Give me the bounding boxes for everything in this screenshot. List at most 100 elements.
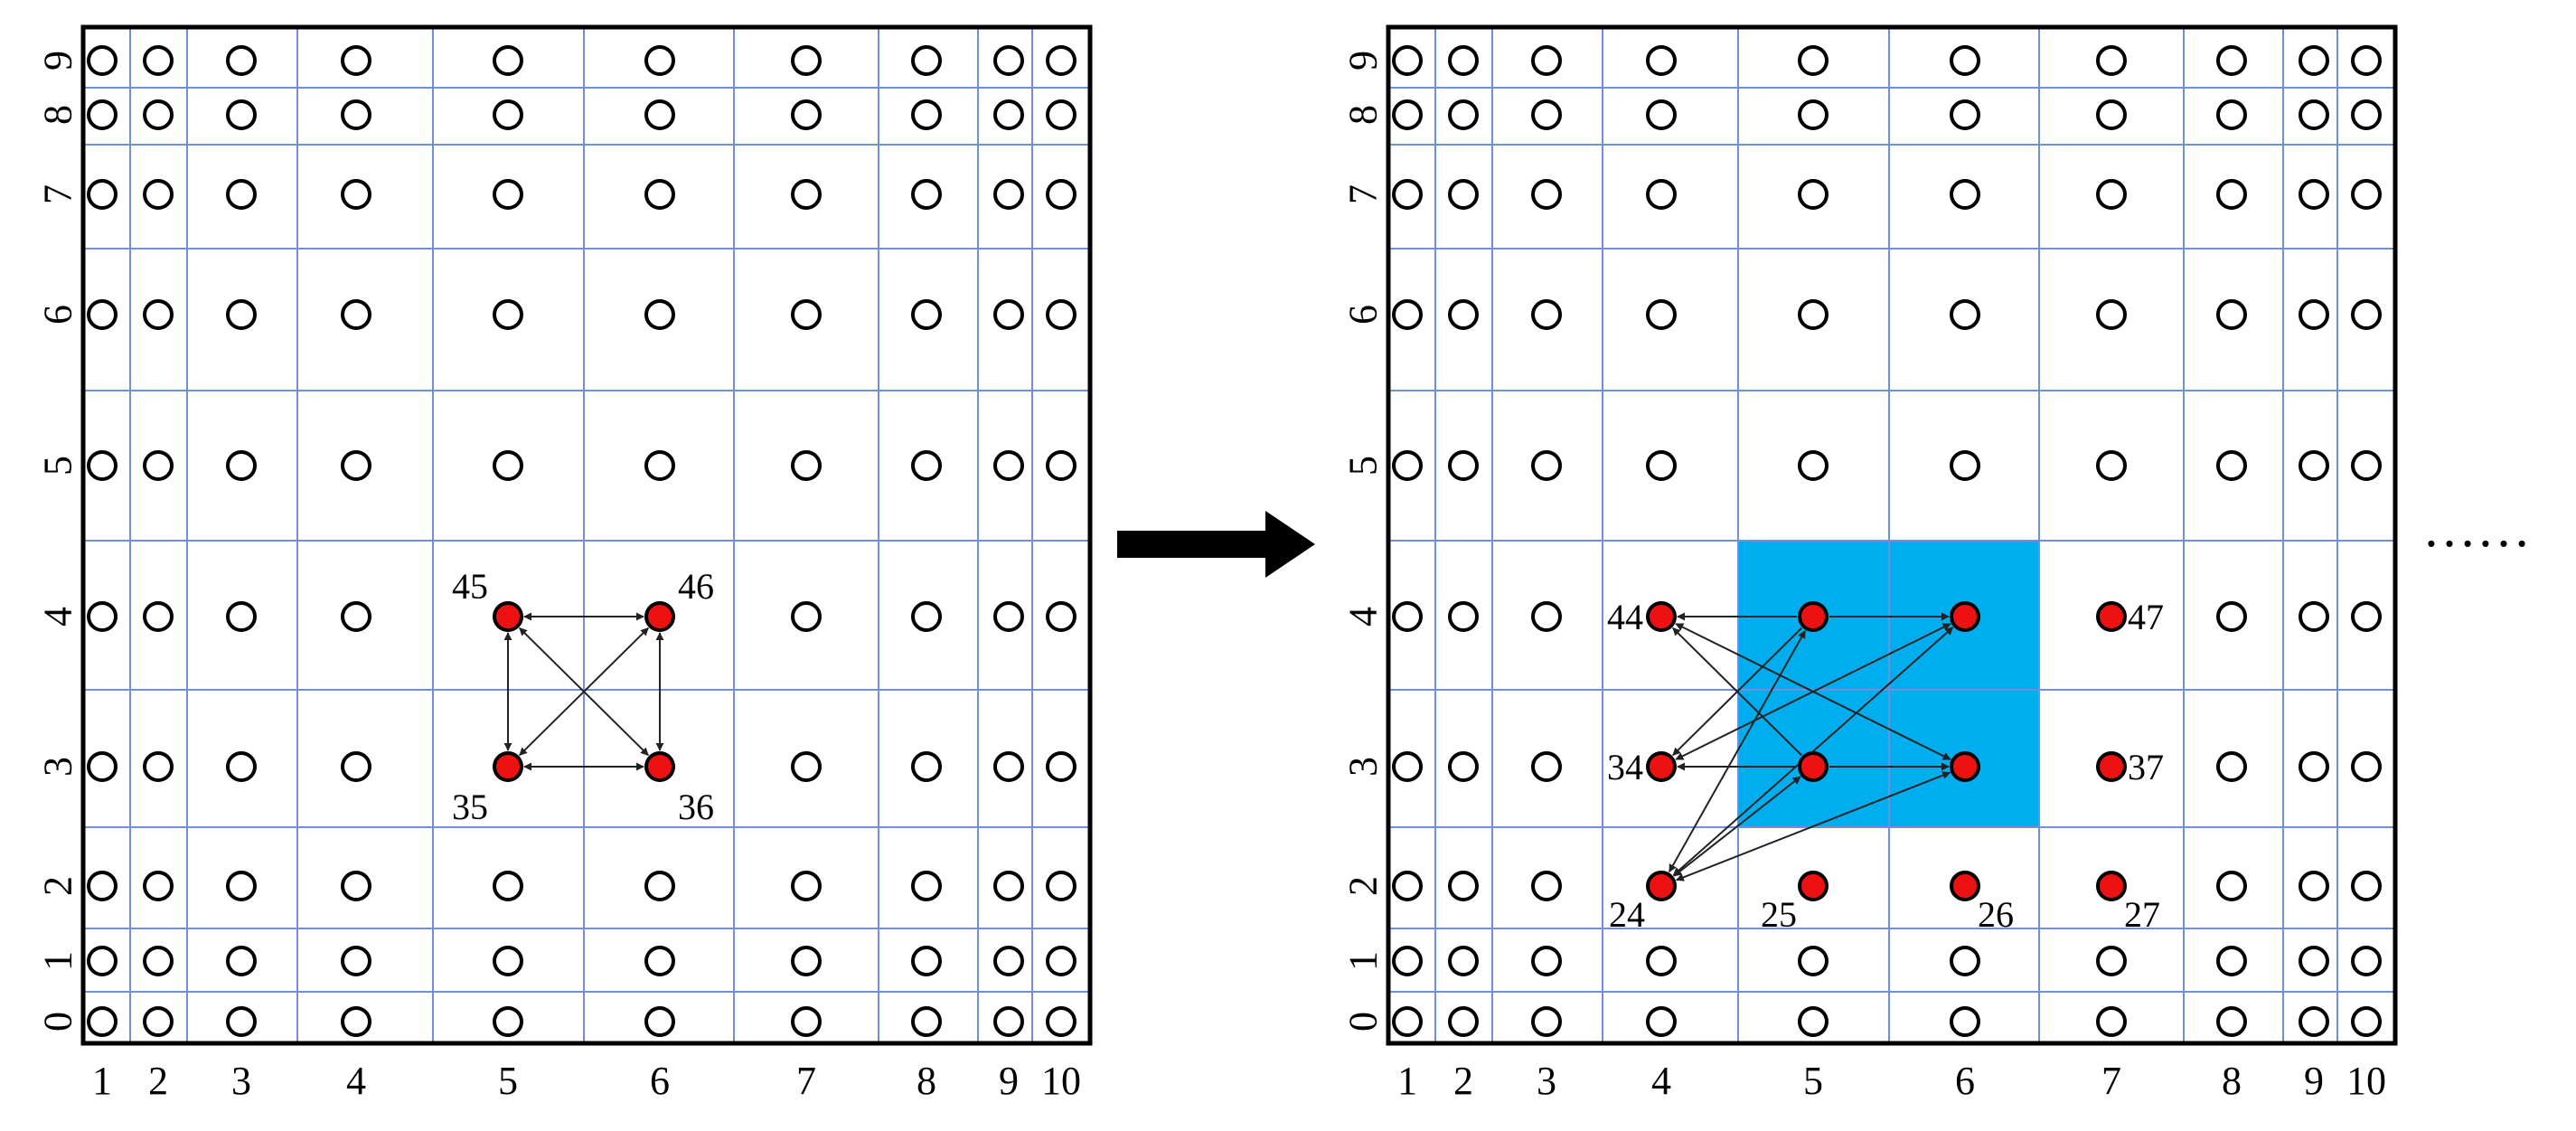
- grid-node: [2216, 450, 2247, 481]
- grid-node: [143, 450, 174, 481]
- grid-node: [993, 871, 1024, 901]
- active-node: [1646, 601, 1677, 632]
- grid-node: [1392, 99, 1423, 130]
- x-tick-label: 5: [1803, 1059, 1823, 1103]
- grid-node: [644, 1006, 675, 1037]
- grid-node: [1046, 946, 1076, 976]
- y-tick-label: 0: [36, 1012, 80, 1032]
- grid-node: [2351, 99, 2382, 130]
- grid-node: [341, 179, 371, 210]
- x-tick-label: 3: [1537, 1059, 1556, 1103]
- grid-node: [644, 946, 675, 976]
- grid-node: [1950, 450, 1980, 481]
- x-tick-label: 1: [1397, 1059, 1417, 1103]
- grid-node: [911, 751, 942, 782]
- right-arrow-icon: [1117, 511, 1315, 578]
- grid-node: [143, 946, 174, 976]
- grid-node: [1448, 450, 1479, 481]
- grid-node: [1531, 179, 1562, 210]
- grid-node: [2096, 946, 2127, 976]
- grid-node: [1950, 179, 1980, 210]
- grid-node: [341, 1006, 371, 1037]
- grid-node: [1046, 751, 1076, 782]
- grid-node: [2096, 99, 2127, 130]
- grid-node: [791, 946, 822, 976]
- grid-node: [1531, 871, 1562, 901]
- grid-node: [911, 601, 942, 632]
- continuation-ellipsis: ……: [2422, 498, 2531, 558]
- grid-node: [226, 871, 257, 901]
- grid-node: [143, 299, 174, 330]
- grid-node: [87, 1006, 118, 1037]
- node-label: 47: [2128, 597, 2164, 637]
- grid-node: [993, 179, 1024, 210]
- grid-node: [493, 1006, 523, 1037]
- grid-node: [1531, 299, 1562, 330]
- grid-node: [1798, 99, 1829, 130]
- grid-node: [1046, 1006, 1076, 1037]
- y-tick-label: 5: [36, 456, 80, 476]
- grid-node: [644, 179, 675, 210]
- grid-node: [226, 601, 257, 632]
- node-label: 26: [1978, 894, 2014, 935]
- grid-node: [1448, 45, 1479, 76]
- grid-node: [2216, 1006, 2247, 1037]
- grid-node: [2299, 751, 2329, 782]
- grid-node: [791, 1006, 822, 1037]
- grid-node: [791, 601, 822, 632]
- grid-node: [1046, 45, 1076, 76]
- active-node: [2096, 751, 2127, 782]
- grid-node: [644, 871, 675, 901]
- grid-node: [1531, 946, 1562, 976]
- grid-node: [1798, 179, 1829, 210]
- grid-node: [993, 299, 1024, 330]
- grid-node: [2096, 1006, 2127, 1037]
- grid-node: [493, 179, 523, 210]
- grid-node: [2351, 45, 2382, 76]
- grid-node: [1798, 299, 1829, 330]
- y-tick-label: 8: [36, 105, 80, 125]
- grid-node: [791, 99, 822, 130]
- grid-node: [87, 45, 118, 76]
- grid-node: [993, 1006, 1024, 1037]
- x-tick-label: 2: [148, 1059, 168, 1103]
- grid-node: [226, 179, 257, 210]
- grid-node: [143, 871, 174, 901]
- grid-node: [1392, 45, 1423, 76]
- grid-node: [644, 450, 675, 481]
- grid-node: [1448, 751, 1479, 782]
- grid-node: [911, 1006, 942, 1037]
- grid-node: [2216, 946, 2247, 976]
- node-label: 35: [452, 787, 488, 827]
- grid-node: [1448, 179, 1479, 210]
- x-tick-label: 6: [1955, 1059, 1975, 1103]
- grid-node: [2299, 299, 2329, 330]
- grid-node: [2299, 871, 2329, 901]
- grid-node: [911, 179, 942, 210]
- grid-node: [87, 179, 118, 210]
- x-tick-label: 10: [1041, 1059, 1081, 1103]
- node-label: 45: [452, 566, 488, 607]
- grid-node: [341, 99, 371, 130]
- grid-node: [2216, 45, 2247, 76]
- grid-node: [911, 450, 942, 481]
- grid-node: [2299, 179, 2329, 210]
- grid-node: [143, 179, 174, 210]
- grid-node: [143, 601, 174, 632]
- grid-node: [1531, 99, 1562, 130]
- grid-node: [2351, 450, 2382, 481]
- grid-node: [644, 45, 675, 76]
- grid-node: [1950, 99, 1980, 130]
- grid-node: [341, 299, 371, 330]
- grid-node: [993, 751, 1024, 782]
- grid-node: [87, 751, 118, 782]
- grid-node: [493, 299, 523, 330]
- grid-node: [644, 299, 675, 330]
- grid-node: [2351, 601, 2382, 632]
- y-tick-label: 1: [36, 951, 80, 971]
- grid-node: [143, 45, 174, 76]
- grid-node: [2096, 299, 2127, 330]
- grid-node: [1392, 601, 1423, 632]
- y-tick-label: 3: [1341, 757, 1386, 777]
